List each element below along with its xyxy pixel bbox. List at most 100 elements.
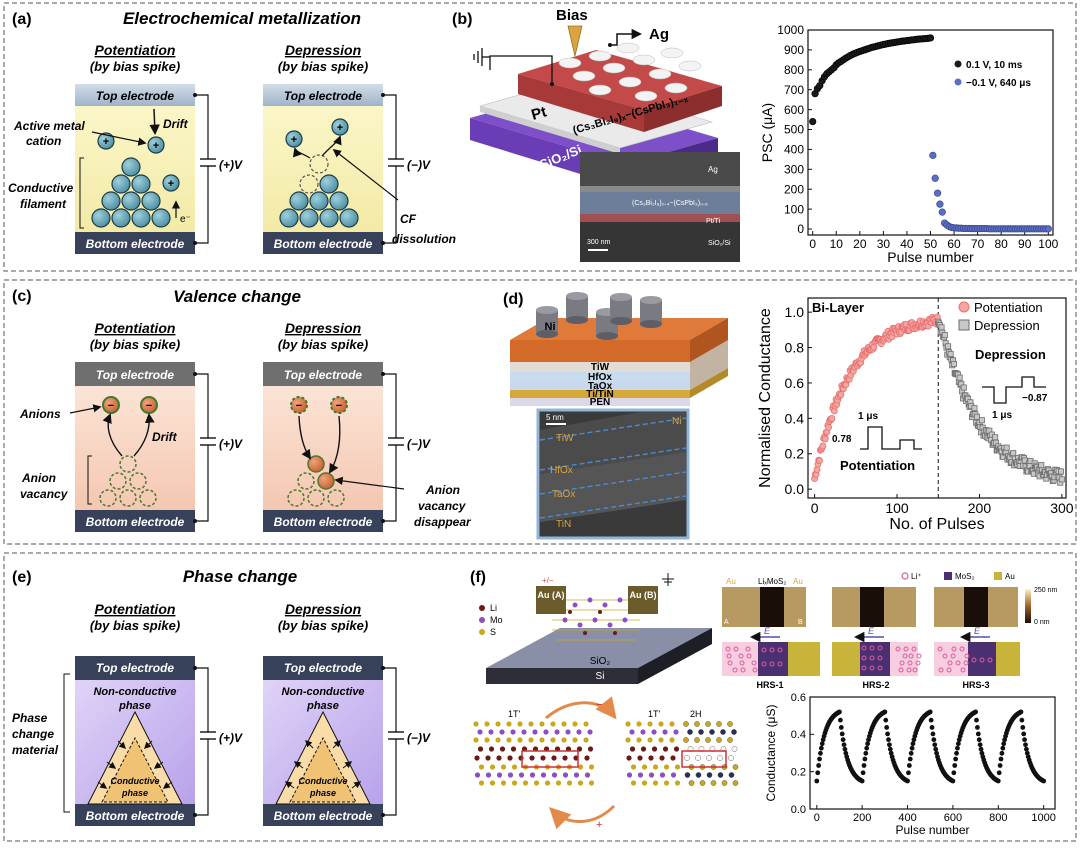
- f-au-b: [628, 586, 658, 614]
- a-depression-sub: (by bias spike): [278, 59, 368, 74]
- li-ion: [903, 646, 909, 652]
- atom: [477, 729, 483, 735]
- atom: [698, 729, 704, 735]
- svg-text:(+)V: (+)V: [219, 731, 243, 745]
- data-point: [1021, 457, 1028, 464]
- row-frame-1: [3, 2, 1077, 272]
- y-tick-label: 700: [784, 83, 804, 97]
- data-point: [809, 117, 817, 126]
- svg-text:S: S: [490, 627, 496, 637]
- y-tick-label: 0.0: [785, 481, 805, 497]
- svg-text:E: E: [974, 626, 981, 636]
- data-point: [1018, 709, 1024, 715]
- atom: [706, 755, 712, 761]
- atom: [651, 729, 657, 735]
- legend-label: −0.1 V, 640 μs: [966, 78, 1031, 89]
- data-point: [955, 745, 960, 751]
- atom: [522, 780, 529, 786]
- data-point: [926, 34, 935, 42]
- svg-text:TiW: TiW: [591, 362, 610, 373]
- atom: [629, 746, 636, 752]
- a-drift-label: Drift: [163, 117, 189, 131]
- a-depression-title: Depression: [285, 42, 361, 58]
- svg-text:−: −: [336, 400, 342, 412]
- x-tick-label: 800: [989, 812, 1007, 824]
- x-tick-label: 0: [809, 237, 816, 251]
- data-point: [863, 750, 869, 756]
- atom: [584, 755, 590, 761]
- panel-a-label: (a): [12, 11, 32, 28]
- data-point: [860, 770, 866, 776]
- atom: [518, 755, 524, 761]
- atom: [566, 780, 573, 786]
- li-ion: [869, 665, 875, 671]
- data-point: [929, 725, 935, 730]
- atom: [662, 729, 668, 735]
- atom: [488, 746, 495, 752]
- li-ion: [726, 653, 732, 659]
- atom: [510, 729, 516, 735]
- data-point: [1019, 717, 1025, 723]
- atom: [518, 772, 525, 778]
- d-layer-hfox: [510, 372, 690, 382]
- li-ion: [777, 647, 783, 653]
- b-probe: [567, 25, 583, 57]
- data-point: [861, 763, 867, 768]
- svg-text:Potentiation: Potentiation: [95, 320, 176, 336]
- x-axis-label: Pulse number: [895, 823, 969, 837]
- x-tick-label: 50: [924, 237, 938, 251]
- data-point: [950, 778, 956, 784]
- atom: [511, 780, 518, 786]
- x-tick-label: 20: [853, 237, 867, 251]
- a-top-electrode-left: [75, 84, 195, 106]
- panel-e: (e) Phase change Potentiation (by bias s…: [12, 567, 431, 826]
- atom: [477, 746, 484, 752]
- atom: [663, 764, 670, 770]
- svg-text:Ni: Ni: [672, 416, 681, 427]
- data-point: [865, 741, 871, 747]
- data-point: [859, 778, 865, 784]
- atom: [674, 764, 681, 770]
- atom: [647, 721, 653, 727]
- atom: [473, 737, 479, 743]
- atom: [511, 764, 518, 770]
- a-bottom-label-right: Bottom electrode: [274, 237, 373, 251]
- data-point: [816, 457, 823, 464]
- a-potentiation-sub: (by bias spike): [90, 59, 180, 74]
- svg-text:HRS-2: HRS-2: [862, 680, 889, 690]
- data-point: [952, 763, 958, 768]
- atom: [583, 721, 589, 727]
- svg-text:1T': 1T': [648, 709, 661, 719]
- atom: [474, 772, 481, 778]
- a-filament-right: [279, 154, 359, 228]
- x-tick-label: 40: [900, 237, 914, 251]
- data-point: [1058, 468, 1065, 475]
- atom: [670, 755, 676, 761]
- svg-text:Non-conductive: Non-conductive: [281, 686, 364, 698]
- atom: [577, 764, 584, 770]
- inset-label: 1 μs: [858, 411, 878, 422]
- data-point: [882, 709, 888, 715]
- b-bias-label: Bias: [556, 7, 588, 24]
- svg-text:+/−: +/−: [542, 576, 554, 585]
- atom: [496, 772, 503, 778]
- c-top-electrode-left: [75, 362, 195, 386]
- atom: [688, 780, 695, 786]
- li-ion: [911, 646, 917, 652]
- b-pt-label: Pt: [529, 103, 548, 123]
- data-point: [992, 434, 999, 441]
- atom: [533, 780, 540, 786]
- atom: [489, 780, 496, 786]
- data-point: [864, 745, 870, 751]
- a-active-metal-1: Active metal: [13, 119, 85, 133]
- x-tick-label: 30: [877, 237, 891, 251]
- atom: [652, 764, 659, 770]
- panel-e-title: Phase change: [183, 567, 297, 586]
- y-tick-label: 300: [784, 163, 804, 177]
- svg-text:Au: Au: [726, 577, 736, 586]
- data-point: [815, 770, 821, 776]
- panel-c: (c) Valence change Potentiation (by bias…: [12, 287, 472, 532]
- a-bottom-electrode-left: [75, 232, 195, 254]
- li-ion: [869, 655, 875, 661]
